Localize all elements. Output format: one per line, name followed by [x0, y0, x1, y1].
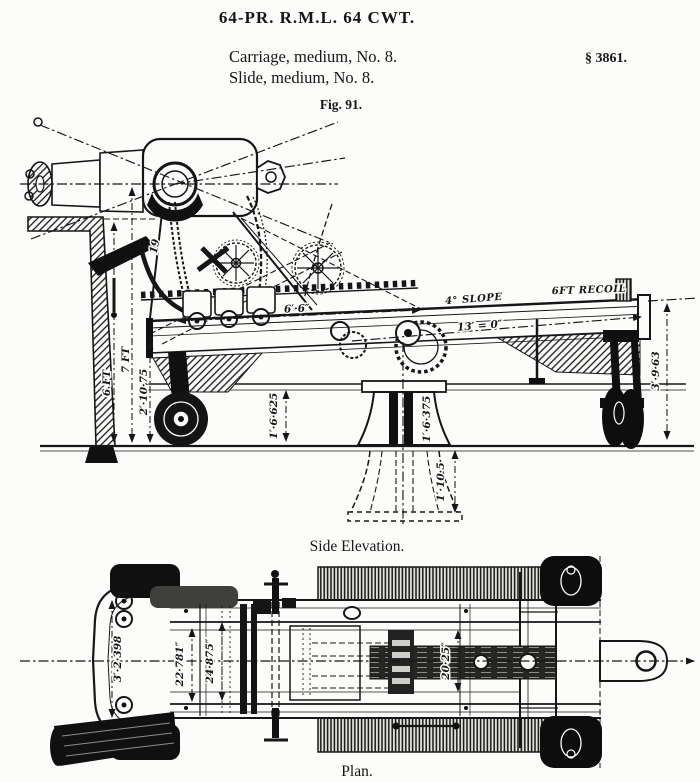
dim-3-9-63: 3′·9·63 [650, 351, 662, 390]
rear-truck-wheels [600, 330, 644, 449]
recoil-label: 6FT RECOIL [552, 284, 627, 298]
breech-plan-block [388, 630, 414, 694]
plan-drawing: 3′·2·398 22·781″ 24·875″ 20·25″ [20, 556, 695, 768]
ratchet-wheel [394, 320, 448, 374]
slide-line: Slide, medium, No. 8. [229, 68, 375, 87]
handspike [88, 236, 156, 276]
pivot-pedestal [347, 342, 463, 526]
axis-marker [24, 191, 34, 201]
axis-marker [33, 117, 43, 127]
dim-24-875: 24·875″ [204, 638, 216, 684]
carriage [88, 195, 419, 359]
dim-20-25: 20·25″ [440, 642, 452, 681]
dim-22-781: 22·781″ [174, 641, 186, 687]
elevating-rod-top [272, 578, 279, 614]
wall-base-shadow [85, 446, 118, 463]
dim-1-6-625: 1′·6·625 [268, 393, 280, 440]
page-title: 64-PR. R.M.L. 64 CWT. [218, 8, 416, 27]
slide-rear-end [637, 294, 651, 340]
dim-2-10-75: 2′·10·75 [138, 369, 150, 417]
section-reference: § 3861. [585, 51, 627, 66]
compressor-box [289, 625, 361, 701]
plan-caption: Plan. [341, 763, 373, 780]
front-truck-wheel [154, 352, 208, 446]
side-elevation-dimensions: 6 FT 7 FT 2′·10·75 1′·6·625 1′·6·375 1′·… [100, 187, 699, 513]
front-bracket-plate [150, 586, 238, 608]
figure-label: Fig. 91. [319, 97, 363, 112]
side-elevation-caption: Side Elevation. [309, 538, 405, 555]
dim-7ft: 7 FT [120, 346, 132, 373]
side-elevation-drawing: 6 FT 7 FT 2′·10·75 1′·6·625 1′·6·375 1′·… [20, 117, 699, 526]
dim-3-2-398: 3′·2·398 [112, 635, 124, 682]
pedestal-base-plate [347, 511, 463, 522]
carriage-line: Carriage, medium, No. 8. [229, 47, 398, 66]
cross-head [196, 245, 230, 274]
dim-1-10-5: 1′·10·5 [435, 462, 447, 501]
slide-beam-bottom [317, 717, 546, 753]
slide-beam-top [317, 566, 546, 601]
dim-13-0: 13′ = 0″ [457, 318, 504, 334]
dim-6-6: 6′·6″ [284, 302, 311, 315]
plan-carriage [50, 564, 471, 766]
plan-truck-top [540, 556, 602, 606]
dim-1-6-375: 1′·6·375 [421, 396, 433, 443]
elevating-rod-bottom [272, 708, 279, 738]
training-gear [291, 241, 345, 295]
plan-truck-bottom [540, 716, 602, 768]
subtitle-block: Carriage, medium, No. 8. Slide, medium, … [229, 46, 397, 88]
buffer-stop [615, 278, 632, 302]
gun-barrel [27, 137, 286, 222]
part-number-19: 19 [148, 237, 163, 254]
dim-6ft: 6 FT [101, 369, 113, 396]
cascabel [256, 160, 286, 194]
plan-dimensions: 3′·2·398 22·781″ 24·875″ 20·25″ [108, 600, 462, 718]
axis-marker [25, 169, 35, 179]
